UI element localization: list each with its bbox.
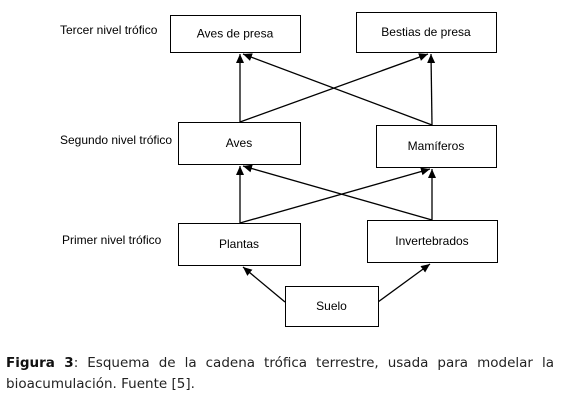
node-box: [356, 12, 497, 53]
node-label: Plantas: [219, 237, 259, 251]
node-bestias-presa: Bestias de presa: [356, 12, 497, 53]
node-box: [178, 223, 301, 266]
node-mamiferos: Mamíferos: [376, 125, 497, 168]
arrow-mamiferos-to-aves_presa: [242, 53, 433, 126]
edges-layer: [236, 53, 436, 303]
node-box: [367, 220, 498, 263]
arrow-suelo-to-plantas: [242, 266, 286, 303]
node-label: Suelo: [316, 299, 347, 313]
figure-caption: Figura 3: Esquema de la cadena trófica t…: [6, 353, 554, 395]
figure-caption-text: : Esquema de la cadena trófica terrestre…: [6, 355, 554, 392]
level-label-tercer: Tercer nivel trófico: [60, 23, 158, 37]
level-label-primer: Primer nivel trófico: [62, 233, 162, 247]
node-label: Aves de presa: [197, 27, 274, 41]
arrow-suelo-to-invertebrados: [377, 263, 431, 303]
node-box: [178, 122, 301, 165]
node-label: Invertebrados: [395, 234, 468, 248]
node-aves-presa: Aves de presa: [170, 15, 301, 53]
node-suelo: Suelo: [285, 286, 379, 327]
arrow-mamiferos-to-bestias_presa: [427, 53, 436, 126]
level-label-segundo: Segundo nivel trófico: [60, 133, 172, 147]
figure-label: Figura 3: [6, 355, 74, 371]
node-plantas: Plantas: [178, 223, 301, 266]
node-box: [376, 125, 497, 168]
node-aves: Aves: [178, 122, 301, 165]
node-label: Mamíferos: [408, 139, 465, 153]
node-box: [285, 286, 379, 327]
arrow-plantas-to-mamiferos: [239, 167, 431, 224]
arrow-invertebrados-to-aves: [242, 164, 433, 221]
node-invertebrados: Invertebrados: [367, 220, 498, 263]
node-label: Bestias de presa: [381, 25, 471, 39]
node-box: [170, 15, 301, 53]
node-label: Aves: [226, 136, 252, 150]
